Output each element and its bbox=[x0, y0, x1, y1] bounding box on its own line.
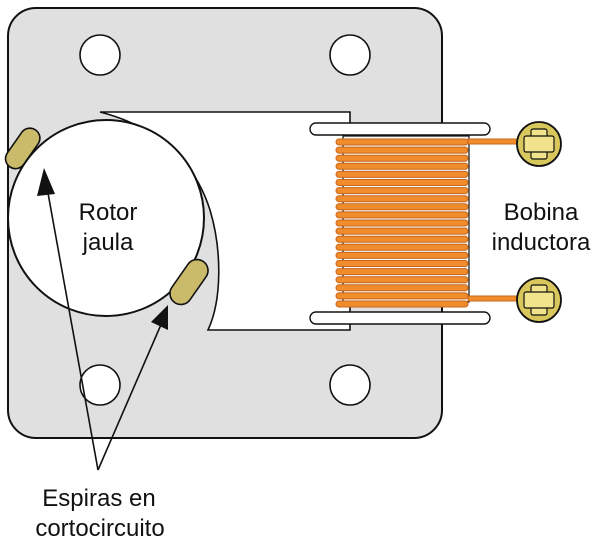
rotor-cage bbox=[7, 119, 205, 317]
winding-turn bbox=[335, 235, 469, 243]
winding-turn bbox=[335, 260, 469, 267]
winding-turn bbox=[335, 154, 469, 162]
winding-turn bbox=[335, 284, 469, 292]
shading-label-line-2: cortocircuito bbox=[35, 515, 165, 542]
mounting-hole-top-right bbox=[329, 34, 371, 76]
shading-label-line-1: Espiras en bbox=[42, 485, 156, 512]
winding-turn bbox=[335, 227, 469, 235]
winding-turn bbox=[335, 300, 469, 308]
coil-flange-top bbox=[309, 122, 491, 136]
winding-turn bbox=[335, 195, 469, 203]
copper-winding bbox=[335, 138, 469, 308]
winding-turn bbox=[335, 162, 469, 170]
winding-turn bbox=[335, 243, 469, 251]
label-arrow-right-line bbox=[97, 319, 164, 471]
label-arrow-left-head bbox=[37, 168, 55, 196]
rotor-label-line-1: Rotor bbox=[78, 199, 138, 226]
label-arrow-right-head bbox=[151, 305, 168, 330]
terminal-screw-top bbox=[516, 121, 562, 167]
winding-turn bbox=[335, 203, 469, 211]
mounting-hole-bottom-right bbox=[329, 364, 371, 406]
winding-turn bbox=[335, 268, 469, 276]
coil-label-line-1: Bobina bbox=[503, 199, 579, 226]
winding-turn bbox=[335, 170, 469, 178]
mounting-hole-bottom-left bbox=[79, 364, 121, 406]
coil-label-line-2: inductora bbox=[491, 229, 591, 256]
winding-turn bbox=[335, 179, 469, 186]
winding-turn bbox=[335, 292, 469, 300]
coil-flange-bottom bbox=[309, 311, 491, 325]
mounting-hole-top-left bbox=[79, 34, 121, 76]
winding-turn bbox=[335, 138, 469, 146]
terminal-screw-bottom bbox=[516, 277, 562, 323]
shading-ring-left bbox=[4, 127, 41, 170]
winding-turn bbox=[335, 251, 469, 259]
winding-turn bbox=[335, 276, 469, 284]
rotor-label-line-2: jaula bbox=[82, 229, 134, 256]
winding-turn bbox=[335, 211, 469, 219]
label-arrow-left-line bbox=[45, 181, 99, 471]
winding-turn bbox=[335, 187, 469, 195]
winding-turn bbox=[335, 146, 469, 154]
shading-ring-right bbox=[169, 258, 209, 306]
winding-turn bbox=[335, 219, 469, 227]
